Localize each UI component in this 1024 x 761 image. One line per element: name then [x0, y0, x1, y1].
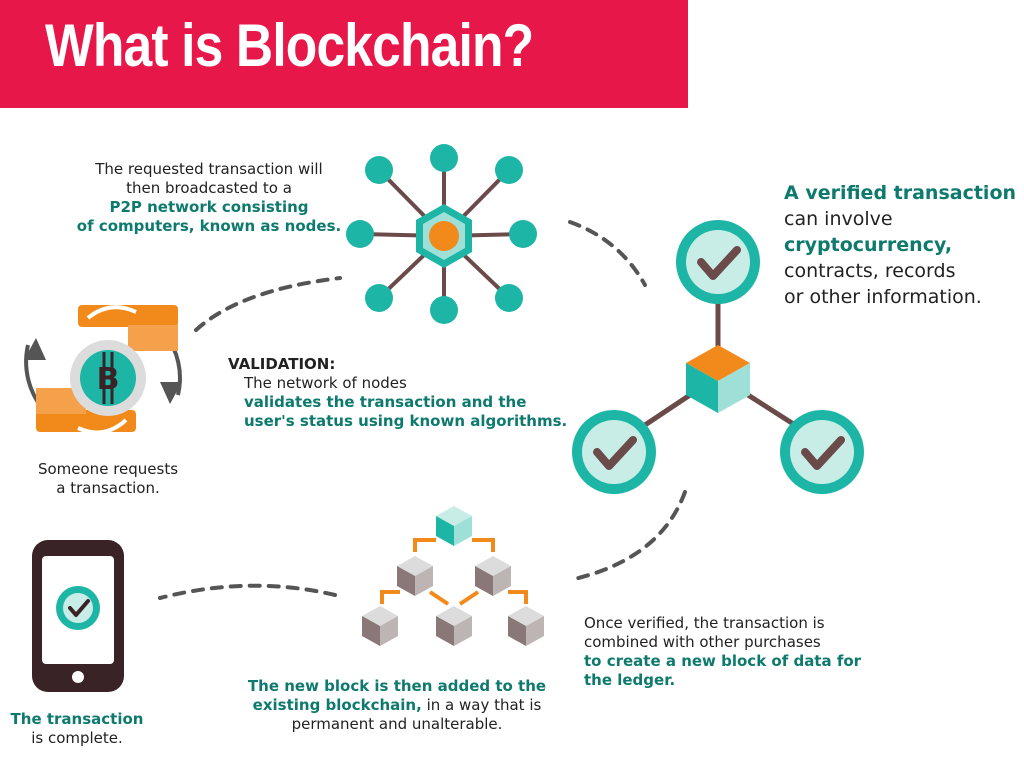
- request-line-2: a transaction.: [56, 479, 160, 497]
- combined-line-1: Once verified, the transaction is: [584, 614, 825, 632]
- complete-highlight-1: The transaction: [10, 710, 144, 728]
- added-line-2: permanent and unalterable.: [291, 715, 503, 733]
- combined-highlight-1: to create a new block of data for: [584, 652, 862, 670]
- validation-highlight-1: validates the transaction and the: [244, 393, 527, 411]
- added-highlight-2: existing blockchain,: [252, 696, 422, 714]
- broadcast-highlight-2: of computers, known as nodes.: [76, 217, 342, 235]
- verified-line-3: or other information.: [784, 286, 982, 308]
- connector-verified-to-block: [568, 490, 687, 582]
- added-text: The new block is then added to the exist…: [244, 677, 550, 734]
- verified-line-2: contracts, records: [784, 260, 956, 282]
- bottom-block-3: [508, 606, 544, 646]
- broadcast-line-2: then broadcasted to a: [126, 179, 292, 197]
- verified-block-icon: [572, 220, 864, 494]
- combined-text: Once verified, the transaction is combin…: [584, 614, 884, 690]
- network-nodes-icon: [346, 144, 537, 324]
- connector-request-to-network: [194, 276, 342, 332]
- broadcast-line-1: The requested transaction will: [95, 160, 323, 178]
- svg-text:B: B: [97, 362, 120, 397]
- complete-line-1: is complete.: [31, 729, 123, 747]
- broadcast-text: The requested transaction will then broa…: [68, 160, 350, 236]
- request-line-1: Someone requests: [37, 460, 179, 478]
- bottom-block-2: [436, 606, 472, 646]
- added-highlight-1: The new block is then added to the: [247, 677, 547, 695]
- verified-highlight-1: A verified transaction: [784, 182, 1017, 204]
- page-title: What is Blockchain?: [45, 12, 534, 79]
- title-banner: What is Blockchain?: [0, 0, 688, 108]
- validation-heading: VALIDATION:: [228, 355, 336, 373]
- request-text: Someone requests a transaction.: [18, 460, 198, 498]
- added-line-1: in a way that is: [421, 696, 542, 714]
- middle-block-right: [475, 556, 511, 596]
- verified-text: A verified transaction can involve crypt…: [784, 180, 1022, 310]
- validation-text: VALIDATION: The network of nodes validat…: [228, 355, 578, 431]
- bitcoin-hands-icon: B: [24, 305, 182, 435]
- combined-highlight-2: the ledger.: [584, 671, 676, 689]
- connector-network-to-verified: [568, 220, 647, 287]
- complete-text: The transaction is complete.: [4, 710, 150, 748]
- validation-highlight-2: user's status using known algorithms.: [244, 412, 568, 430]
- blockchain-tree-icon: [362, 506, 544, 646]
- middle-block-left: [397, 556, 433, 596]
- connector-block-to-phone: [158, 583, 337, 600]
- top-block: [436, 506, 472, 546]
- verified-highlight-2: cryptocurrency,: [784, 234, 953, 256]
- validation-line-1: The network of nodes: [244, 374, 407, 392]
- bottom-block-1: [362, 606, 398, 646]
- phone-check-icon: [32, 540, 124, 692]
- verified-line-1: can involve: [784, 208, 893, 230]
- broadcast-highlight-1: P2P network consisting: [109, 198, 309, 216]
- combined-line-2: combined with other purchases: [584, 633, 821, 651]
